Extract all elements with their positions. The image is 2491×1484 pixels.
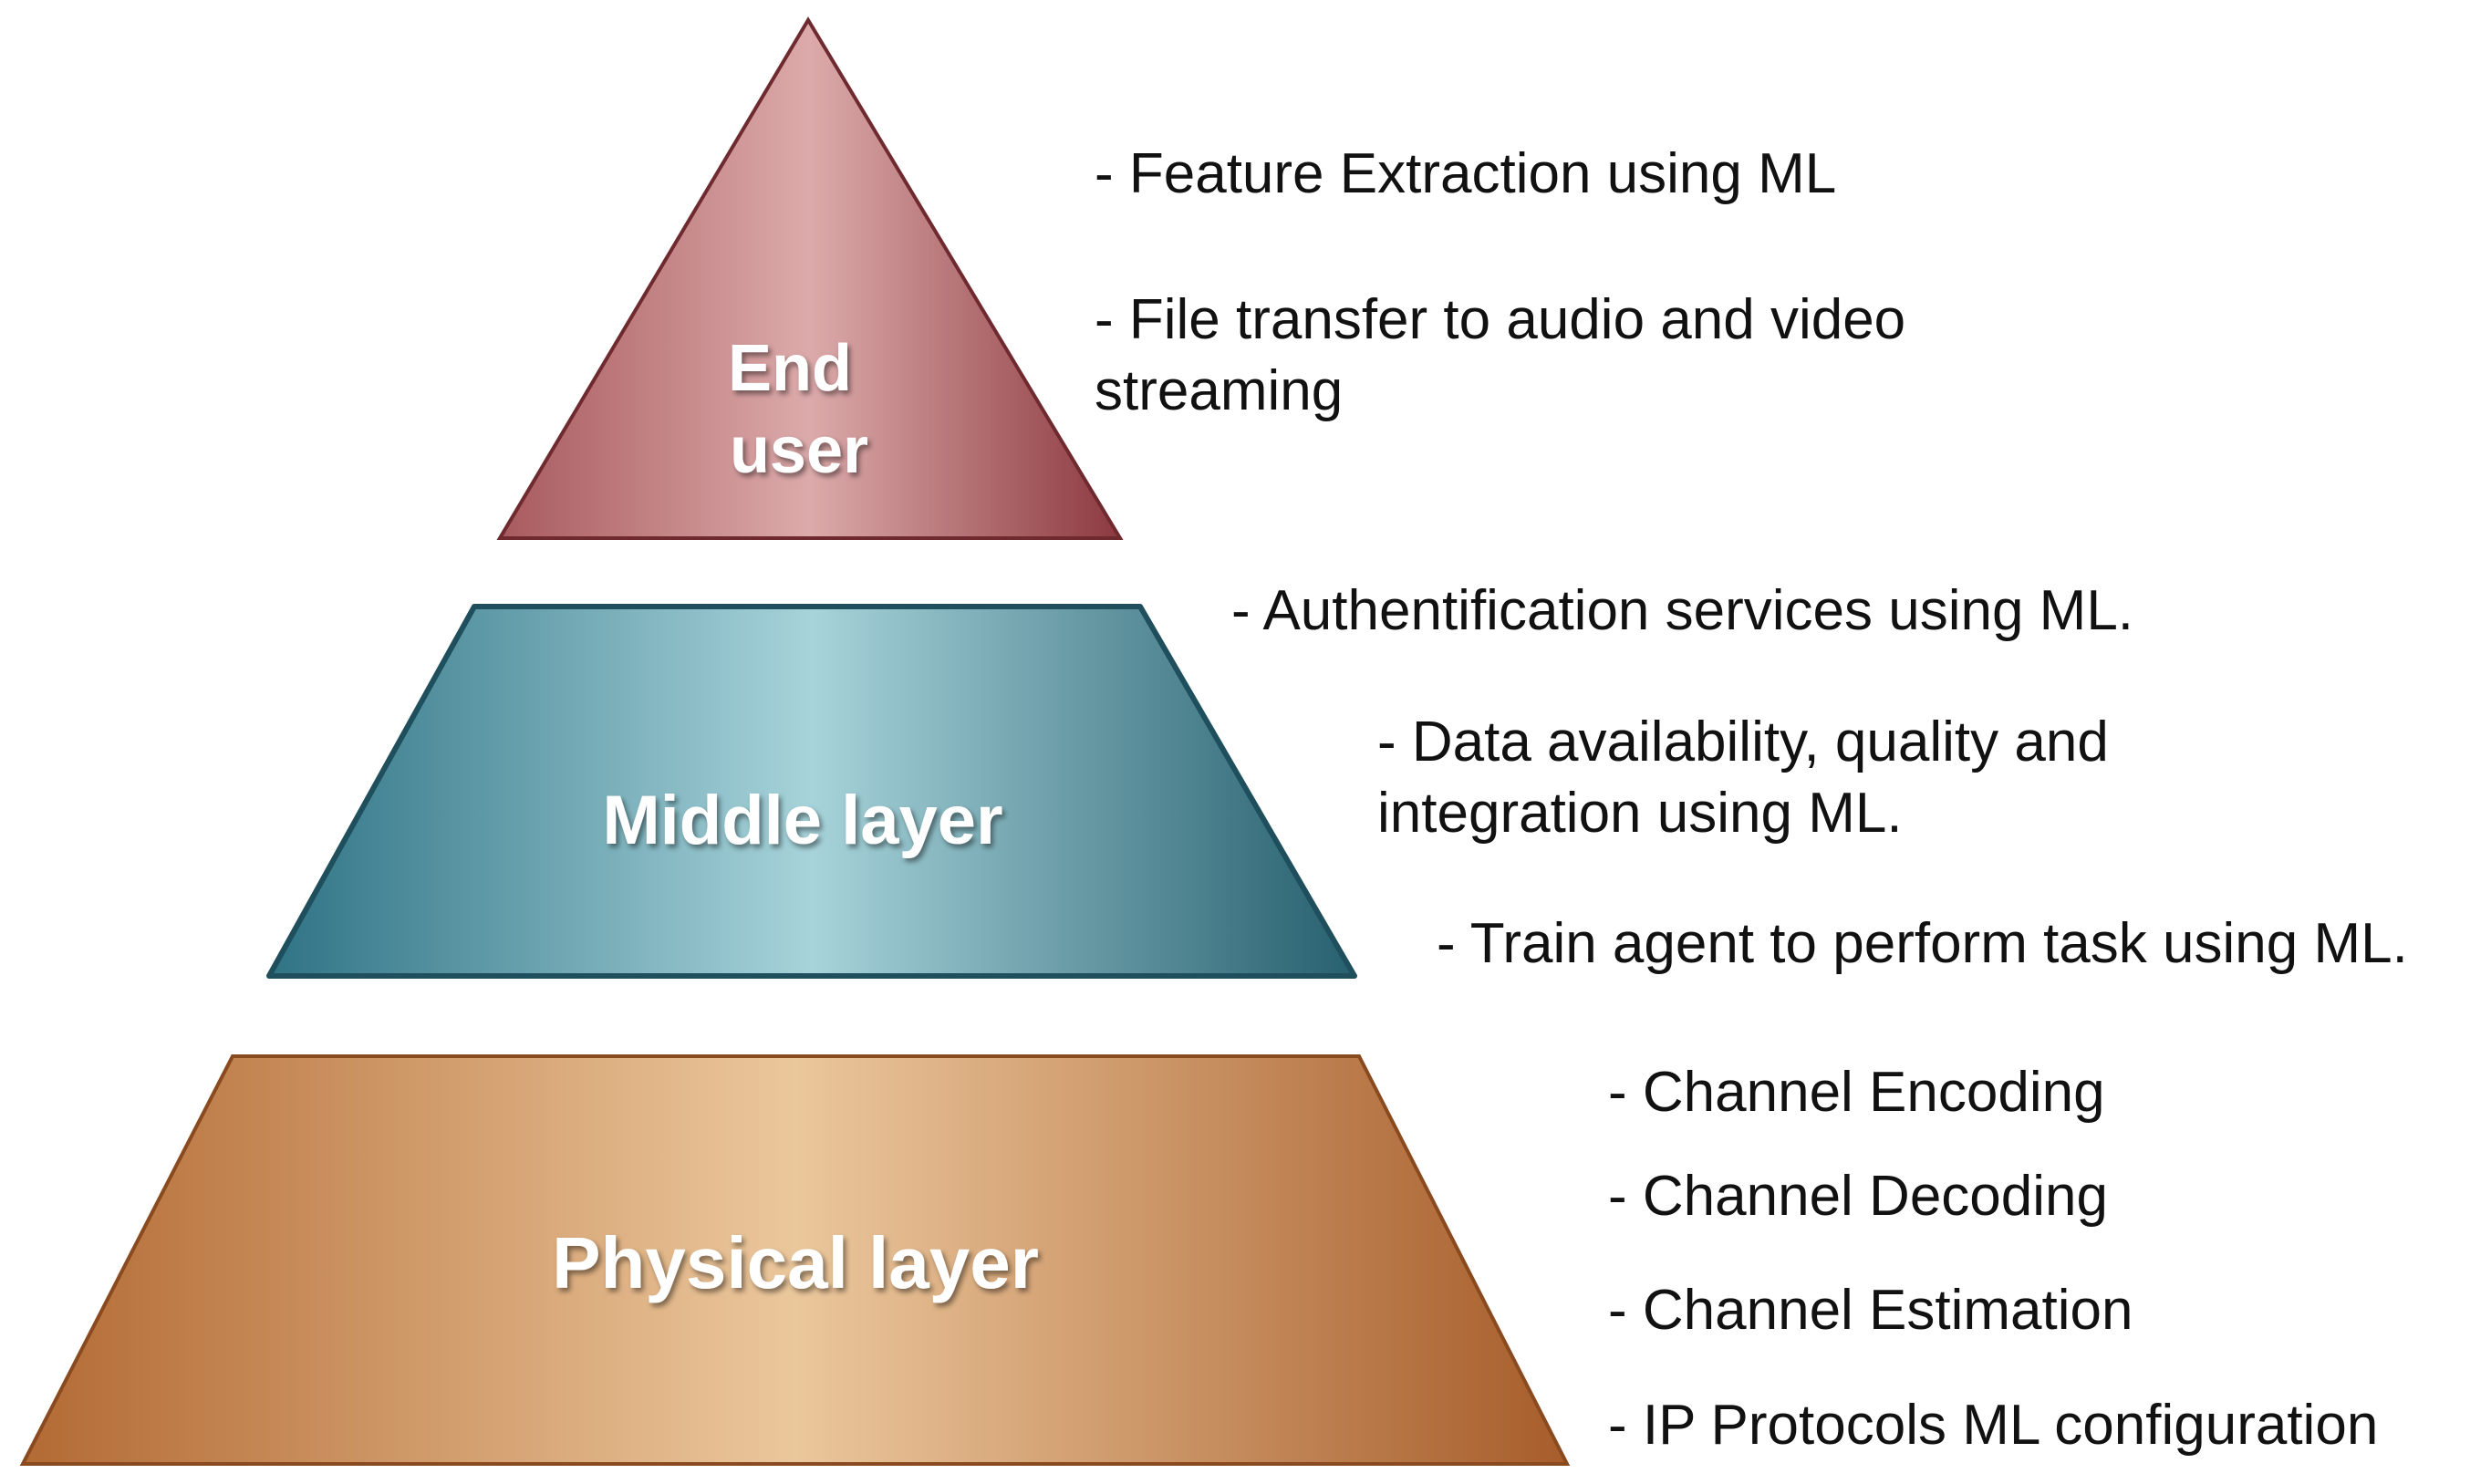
middle-layer-label: Middle layer (602, 782, 1002, 859)
bullet-text: - Channel Estimation (1608, 1279, 2133, 1342)
bullet-text: - Channel Decoding (1608, 1165, 2109, 1228)
end-user-layer-shape (496, 16, 1124, 540)
physical-bullet-2: - Channel Decoding (1608, 1161, 2108, 1232)
bullet-text-line1: - Data availability, quality and (1377, 711, 2109, 773)
physical-bullet-1: - Channel Encoding (1608, 1057, 2105, 1128)
end-user-bullet-2: - File transfer to audio and video strea… (1095, 285, 1905, 427)
physical-bullet-4: - IP Protocols ML configuration (1608, 1390, 2378, 1461)
physical-bullet-3: - Channel Estimation (1608, 1275, 2133, 1346)
end-user-label-line1: End (728, 332, 852, 405)
bullet-text-line2: integration using ML. (1377, 782, 1903, 845)
middle-bullet-3: - Train agent to perform task using ML. (1437, 908, 2408, 980)
physical-layer-label: Physical layer (552, 1222, 1039, 1303)
end-user-label: End user (728, 332, 870, 487)
end-user-label-line2: user (730, 414, 868, 487)
bullet-text-line1: - File transfer to audio and video (1095, 288, 1906, 351)
middle-bullet-1: - Authentification services using ML. (1231, 576, 2133, 647)
bullet-text: - Authentification services using ML. (1231, 579, 2134, 642)
bullet-text: - Feature Extraction using ML (1095, 142, 1837, 205)
end-user-bullet-1: - Feature Extraction using ML (1095, 139, 1836, 210)
bullet-text: - Channel Encoding (1608, 1061, 2105, 1124)
bullet-text-line2: streaming (1095, 359, 1344, 422)
bullet-text: - IP Protocols ML configuration (1608, 1394, 2379, 1457)
bullet-text: - Train agent to perform task using ML. (1437, 912, 2408, 975)
middle-bullet-2: - Data availability, quality and integra… (1377, 707, 2109, 849)
physical-layer-shape (19, 1054, 1571, 1466)
middle-layer-shape (266, 604, 1357, 979)
